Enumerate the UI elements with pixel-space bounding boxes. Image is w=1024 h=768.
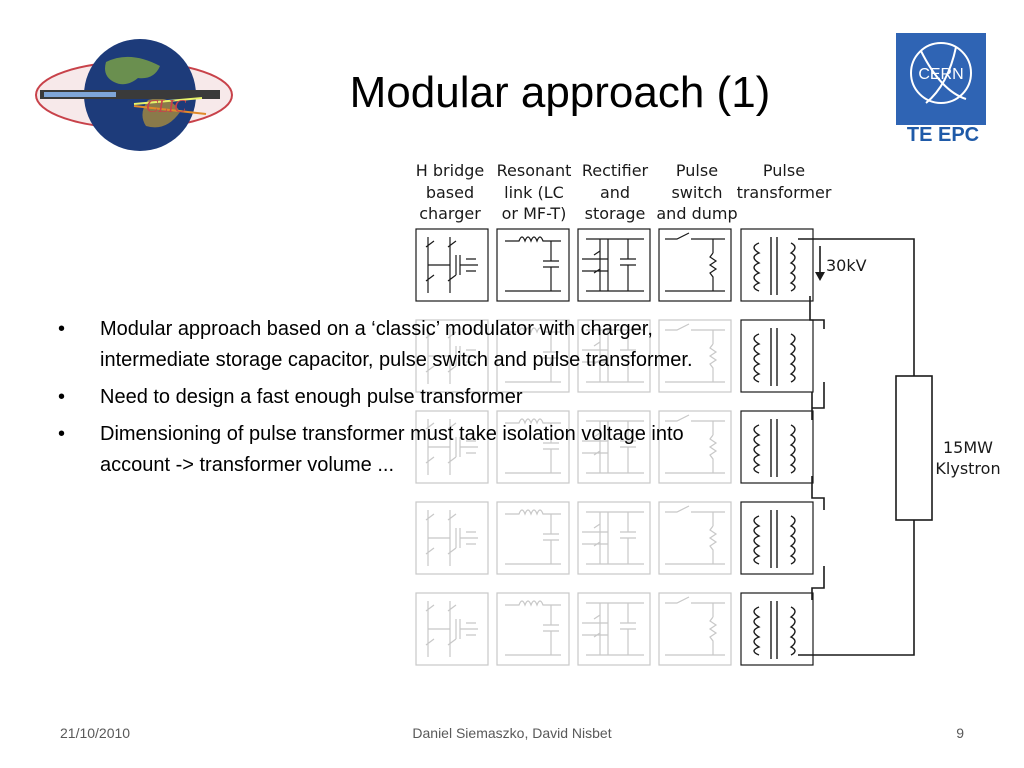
diagram-row-1 (415, 228, 814, 302)
footer-page-number: 9 (956, 725, 964, 741)
footer-authors: Daniel Siemaszko, David Nisbet (412, 725, 612, 741)
bullet-item: Need to design a fast enough pulse trans… (58, 382, 708, 413)
bullet-list: Modular approach based on a ‘classic’ mo… (58, 314, 708, 487)
klystron-symbol (895, 375, 933, 521)
col-label-transformer: Pulse transformer (736, 161, 832, 202)
col-label-resonant: Resonant link (LC or MF-T) (496, 161, 572, 223)
clic-logo-text: CLIC (146, 96, 187, 116)
footer-date: 21/10/2010 (60, 725, 131, 741)
diagram-row-5 (415, 592, 814, 666)
klystron-label-power: 15MW (943, 438, 993, 457)
col-label-rectifier: Rectifier and storage (581, 161, 649, 223)
klystron-label-name: Klystron (935, 459, 1001, 478)
cern-subtitle: TE EPC (906, 124, 980, 146)
secondary-wiring (798, 238, 915, 656)
voltage-label: 30kV (826, 256, 867, 275)
clic-logo: CLIC (35, 39, 233, 151)
bullet-item: Dimensioning of pulse transformer must t… (58, 419, 708, 481)
diagram-row-4 (415, 501, 814, 575)
bullet-item: Modular approach based on a ‘classic’ mo… (58, 314, 708, 376)
cern-logo-text: CERN (918, 66, 963, 83)
slide-title: Modular approach (1) (349, 68, 771, 117)
col-label-charger: H bridge based charger (415, 161, 485, 223)
col-label-switch: Pulse switch and dump (656, 161, 738, 223)
cern-logo: CERN (896, 33, 986, 125)
